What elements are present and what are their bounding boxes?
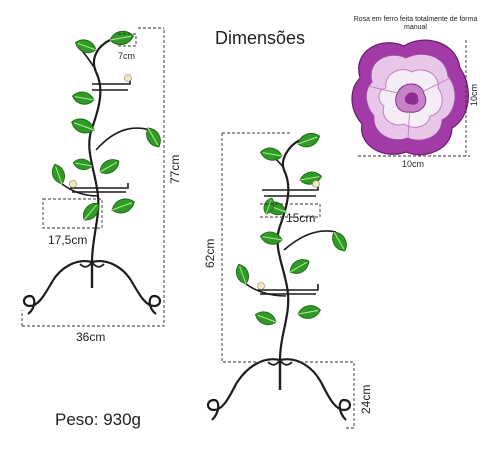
rose-width-label: 10cm <box>402 159 425 169</box>
short-stand-dimension-lines <box>221 132 355 429</box>
short-plant-stand <box>206 129 352 421</box>
short-base-height-label: 24cm <box>359 384 373 414</box>
short-height-label: 62cm <box>203 238 217 268</box>
shelf-upper <box>262 184 319 197</box>
iron-vine <box>276 139 301 361</box>
weight-label: Peso: 930g <box>55 410 142 429</box>
rose-caption: Rosa em ferro feita totalmente de forma … <box>353 16 478 31</box>
tall-height-label: 77cm <box>168 154 182 184</box>
tall-stand-dimension-lines <box>21 27 165 327</box>
shelf-lower <box>258 284 319 295</box>
iron-vine <box>88 39 111 263</box>
iron-rose <box>351 39 469 156</box>
tall-leaf-length-label: 7cm <box>118 51 136 61</box>
tall-plant-stand <box>22 28 165 315</box>
tall-base-width-label: 36cm <box>76 330 106 344</box>
rose-dimension-lines <box>358 40 470 157</box>
rose-height-label: 10cm <box>469 83 479 106</box>
short-shelf-width-label: 15cm <box>286 211 316 225</box>
scroll-base <box>22 260 93 315</box>
shelf-upper <box>92 78 131 91</box>
page-title: Dimensões <box>215 28 306 48</box>
tall-shelf-width-label: 17,5cm <box>48 233 88 247</box>
shelf-lower <box>70 183 129 193</box>
scroll-base <box>206 358 281 421</box>
